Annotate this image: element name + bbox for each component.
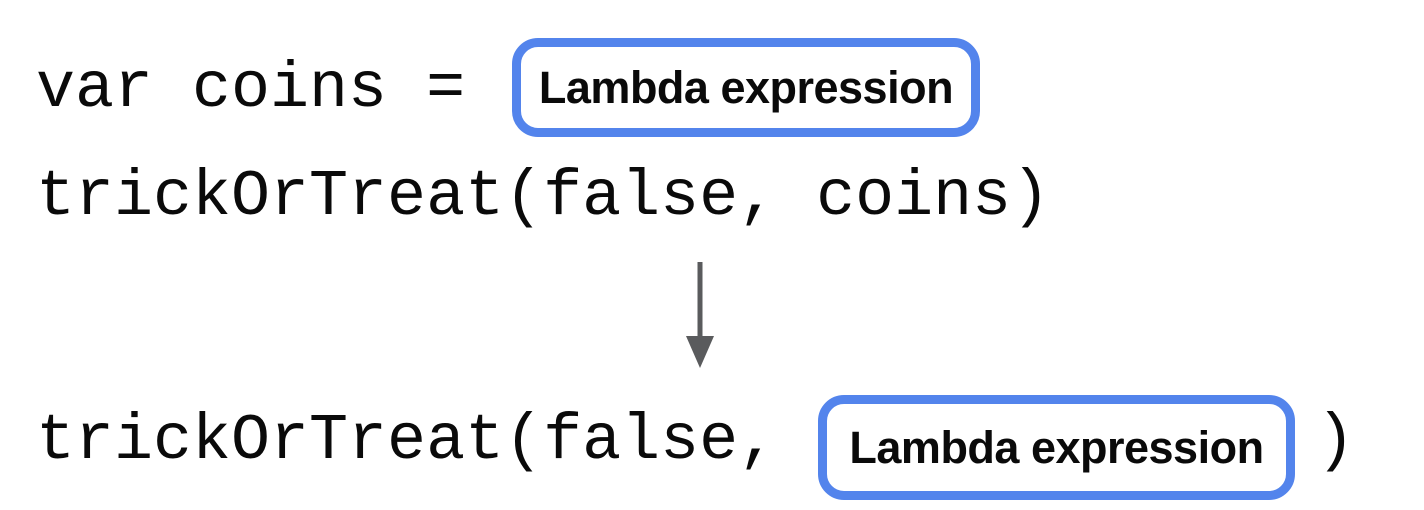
code-line-trickortreat-coins: trickOrTreat(false, coins) — [36, 160, 1051, 234]
lambda-expression-box-2: Lambda expression — [818, 395, 1295, 500]
lambda-expression-box-1: Lambda expression — [512, 38, 980, 137]
arrow-down-icon — [686, 262, 714, 368]
lambda-expression-label-1: Lambda expression — [538, 61, 954, 113]
code-line-trickortreat-prefix: trickOrTreat(false, — [36, 404, 778, 478]
lambda-expression-label-2: Lambda expression — [849, 421, 1264, 473]
code-line-closing-paren: ) — [1316, 404, 1356, 478]
code-line-var-coins: var coins = — [36, 52, 466, 126]
